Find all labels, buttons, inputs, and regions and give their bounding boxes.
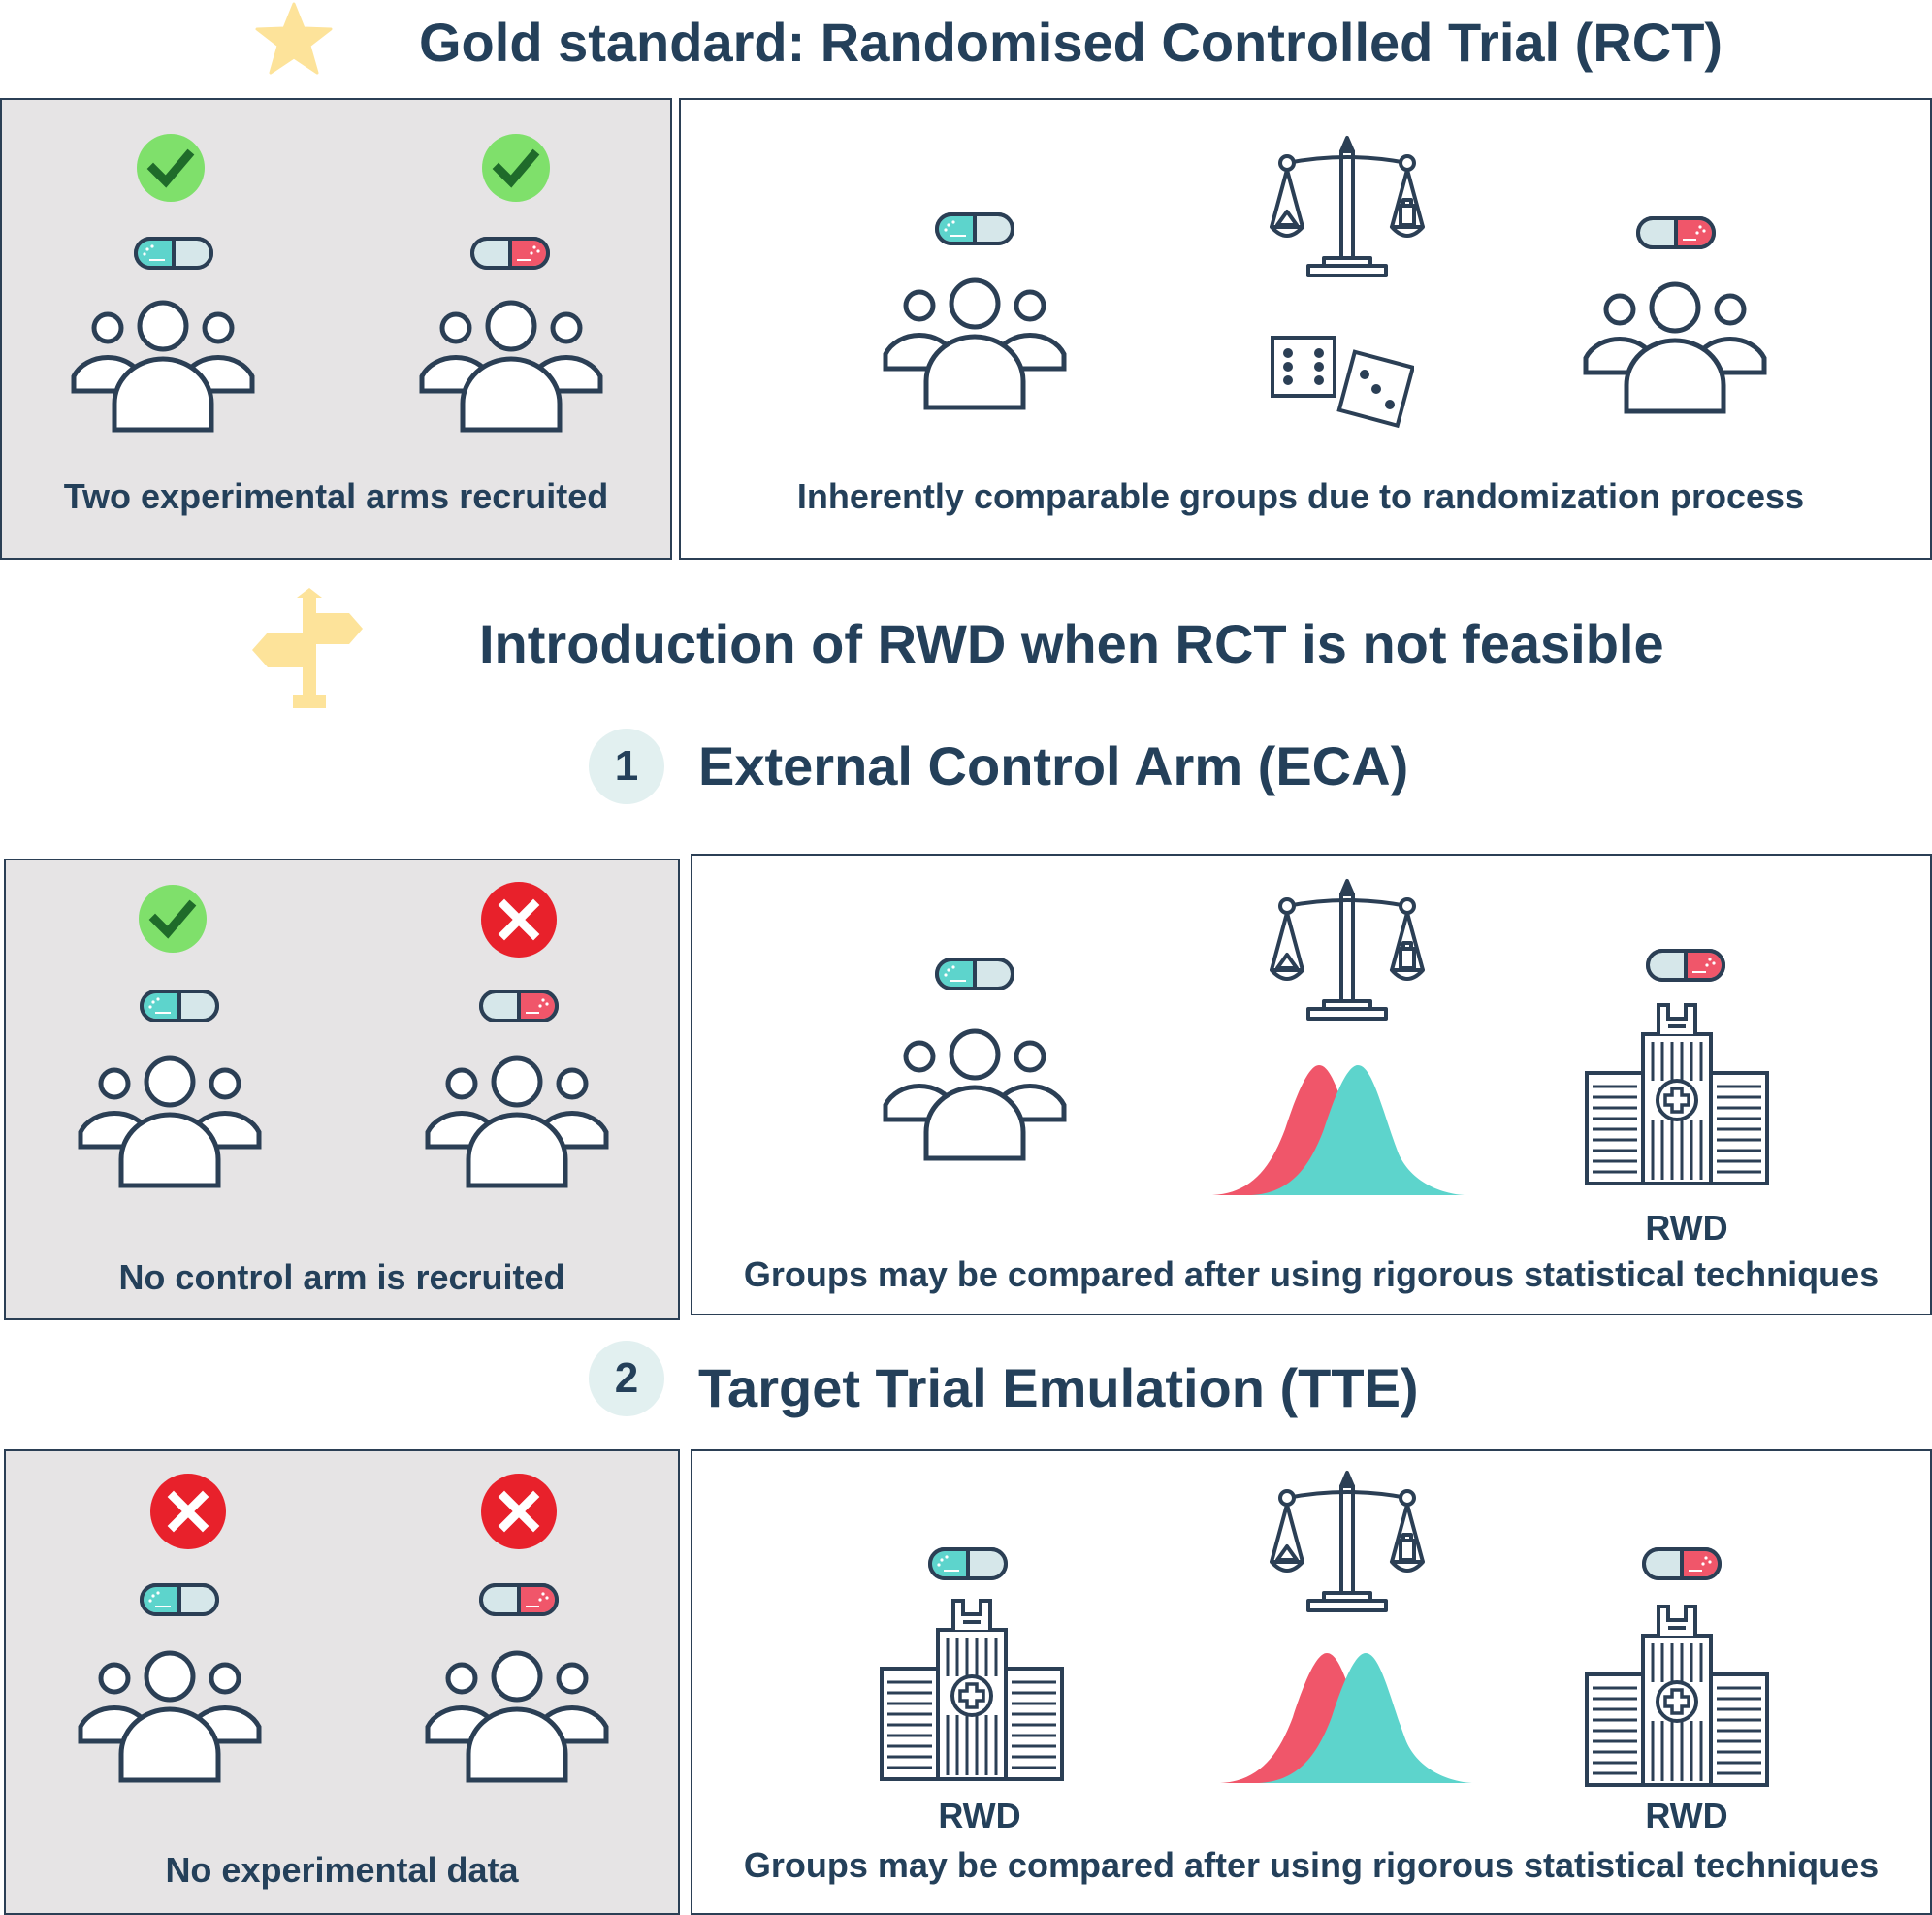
hospital-icon <box>880 1599 1064 1783</box>
pill-icon <box>935 958 1014 990</box>
intro-title: Introduction of RWD when RCT is not feas… <box>479 613 1664 674</box>
eca-left-panel: No control arm is recruited <box>4 859 680 1320</box>
eca-left-caption: No control arm is recruited <box>118 1257 565 1297</box>
people-icon <box>883 275 1067 410</box>
pill-icon <box>134 237 213 270</box>
hospital-icon <box>1585 1605 1769 1789</box>
star-icon <box>254 2 334 76</box>
people-icon <box>78 1053 262 1188</box>
step-number-badge: 2 <box>589 1341 664 1416</box>
rwd-label: RWD <box>1645 1796 1728 1835</box>
people-icon <box>419 297 603 433</box>
pill-icon <box>479 1583 559 1616</box>
pill-icon <box>470 237 550 270</box>
pill-icon <box>1636 216 1716 249</box>
tte-right-panel: RWD RWD Groups may be compared after usi… <box>691 1449 1932 1915</box>
rct-title: Gold standard: Randomised Controlled Tri… <box>419 12 1723 73</box>
cross-icon <box>480 881 558 958</box>
rct-right-panel: Inherently comparable groups due to rand… <box>679 98 1932 560</box>
eca-title: External Control Arm (ECA) <box>698 735 1409 796</box>
tte-right-caption: Groups may be compared after using rigor… <box>743 1845 1880 1885</box>
tte-left-panel: No experimental data <box>4 1449 680 1915</box>
scale-icon <box>1270 1469 1425 1614</box>
pill-icon <box>140 1583 219 1616</box>
rct-left-panel: Two experimental arms recruited <box>0 98 672 560</box>
scale-icon <box>1270 877 1425 1022</box>
pill-icon <box>1646 949 1725 982</box>
people-icon <box>425 1647 609 1783</box>
rct-right-caption: Inherently comparable groups due to rand… <box>796 476 1805 516</box>
people-icon <box>78 1647 262 1783</box>
cross-icon <box>480 1473 558 1550</box>
checkmark-icon <box>481 133 551 203</box>
pill-icon <box>140 990 219 1022</box>
people-icon <box>883 1025 1067 1161</box>
people-icon <box>425 1053 609 1188</box>
rwd-label: RWD <box>938 1796 1021 1835</box>
scale-icon <box>1270 134 1425 279</box>
rct-left-caption: Two experimental arms recruited <box>63 476 609 516</box>
eca-right-panel: RWD Groups may be compared after using r… <box>691 854 1932 1315</box>
pill-icon <box>479 990 559 1022</box>
checkmark-icon <box>138 884 208 954</box>
people-icon <box>71 297 255 433</box>
people-icon <box>1583 278 1767 414</box>
distribution-curves-icon <box>1220 1649 1472 1785</box>
rwd-label: RWD <box>1645 1208 1728 1248</box>
signpost-icon <box>248 588 369 710</box>
eca-right-caption: Groups may be compared after using rigor… <box>743 1254 1880 1294</box>
tte-title: Target Trial Emulation (TTE) <box>698 1357 1419 1418</box>
dice-icon <box>1269 330 1414 437</box>
tte-left-caption: No experimental data <box>165 1850 519 1890</box>
cross-icon <box>149 1473 227 1550</box>
pill-icon <box>928 1547 1008 1580</box>
step-number-badge: 1 <box>589 729 664 804</box>
distribution-curves-icon <box>1212 1061 1465 1197</box>
pill-icon <box>1642 1547 1722 1580</box>
pill-icon <box>935 212 1014 245</box>
checkmark-icon <box>136 133 206 203</box>
hospital-icon <box>1585 1003 1769 1187</box>
